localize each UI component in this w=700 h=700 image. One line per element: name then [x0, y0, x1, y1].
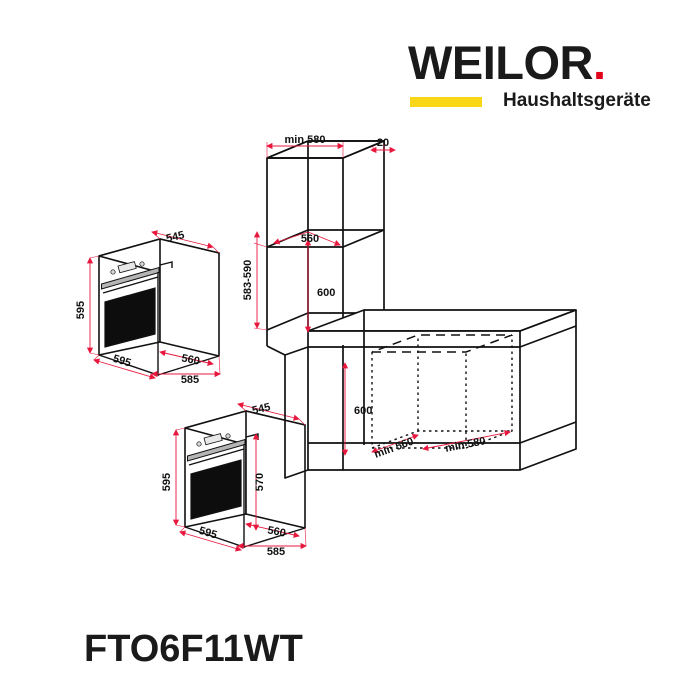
dim-545-upper: 545: [165, 229, 186, 245]
dim-min580-base: min 580: [444, 435, 487, 455]
oven-isometric-lower: 545 595 570 595 560 585: [161, 401, 307, 558]
dim-583-590: 583-590: [242, 260, 254, 300]
oven-isometric-upper: 545 595 595 560 585: [75, 229, 221, 386]
brand-accent-bar: [410, 97, 482, 107]
dim-600-lower: 600: [354, 405, 372, 417]
control-knob-icon: [225, 433, 231, 439]
dim-585-upper: 585: [181, 374, 199, 386]
dim-560-lower: 560: [266, 524, 286, 539]
dim-585-lower: 585: [267, 546, 285, 558]
oven-door-glass-upper: [104, 287, 156, 348]
brand-wordmark-text: WEILOR: [408, 36, 593, 89]
dim-min580-top: min 580: [285, 134, 326, 146]
dim-560-upper: 560: [180, 352, 200, 367]
control-knob-icon: [139, 261, 145, 267]
dim-20: 20: [377, 137, 389, 149]
dim-560-niche: 560: [301, 233, 319, 245]
dim-595-height-upper: 595: [75, 301, 87, 319]
dim-595-width-upper: 595: [111, 353, 132, 370]
product-model-number: FTO6F11WT: [84, 628, 303, 670]
control-display-icon: [203, 433, 223, 446]
brand-logo: WEILOR. Haushaltsgeräte: [408, 38, 670, 116]
brand-wordmark: WEILOR.: [408, 38, 606, 88]
brand-subtitle: Haushaltsgeräte: [503, 90, 651, 111]
dim-595-width-lower: 595: [197, 525, 218, 542]
control-knob-icon: [110, 269, 116, 275]
dim-545-lower: 545: [251, 401, 272, 417]
dim-min560-base: min 560: [373, 436, 416, 461]
dim-570-lower: 570: [254, 473, 266, 491]
control-display-icon: [117, 261, 137, 274]
control-knob-icon: [196, 441, 202, 447]
dim-595-height-lower: 595: [161, 473, 173, 491]
dim-600-upper: 600: [317, 287, 335, 299]
brand-dot: .: [592, 36, 606, 89]
oven-door-glass-lower: [190, 459, 242, 520]
